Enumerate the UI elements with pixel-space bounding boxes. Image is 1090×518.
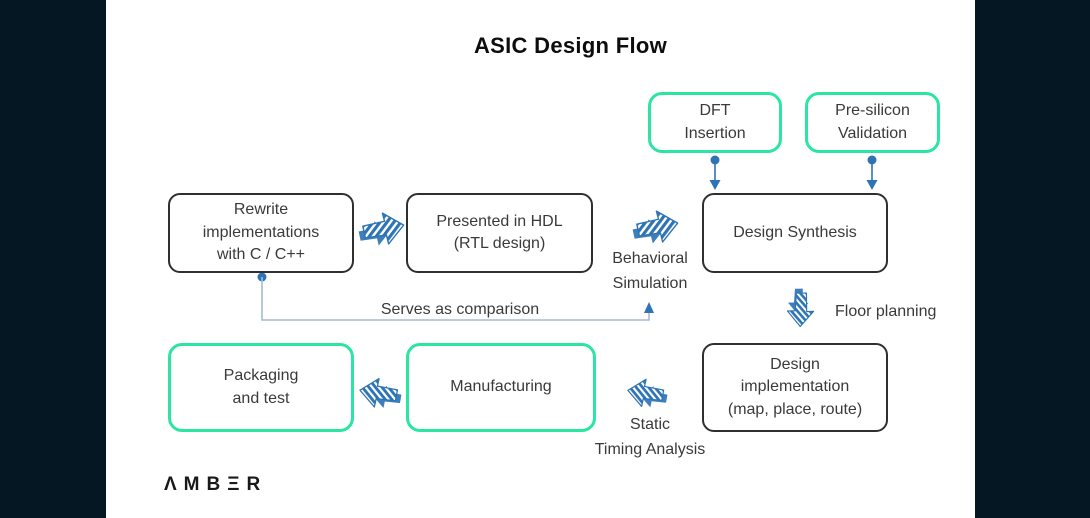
connector-dot: [710, 155, 720, 165]
arrowhead-down-icon: [866, 180, 878, 190]
label-serves-as-comparison: Serves as comparison: [380, 301, 540, 318]
box-dft-insertion: DFT Insertion: [648, 92, 782, 153]
box-pre-silicon-validation: Pre-silicon Validation: [805, 92, 940, 153]
connector-dot: [257, 272, 267, 282]
connector-dot: [867, 155, 877, 165]
page-title: ASIC Design Flow: [473, 33, 668, 58]
box-design-synthesis: Design Synthesis: [702, 193, 888, 273]
sketch-arrow-right-icon: [356, 208, 409, 252]
sketch-arrow-right-icon: [630, 206, 683, 250]
box-manufacturing: Manufacturing: [406, 343, 596, 432]
box-packaging-and-test: Packaging and test: [168, 343, 354, 432]
label-static-timing-analysis: Static Timing Analysis: [594, 416, 706, 458]
box-design-implementation: Design implementation (map, place, route…: [702, 343, 888, 432]
sketch-arrow-left-icon: [356, 374, 404, 414]
slide: ASIC Design Flow DFT Insertion Pre-silic…: [106, 0, 975, 518]
amber-logo: ΛMBΞR: [164, 474, 268, 495]
arrowhead-up-icon: [644, 302, 654, 313]
arrowhead-down-icon: [709, 180, 721, 190]
box-presented-in-hdl: Presented in HDL (RTL design): [406, 193, 593, 273]
sketch-arrow-left-icon: [624, 375, 669, 413]
label-floor-planning: Floor planning: [835, 303, 937, 320]
label-behavioral-simulation: Behavioral Simulation: [612, 250, 688, 292]
sketch-arrow-down-icon: [782, 287, 819, 329]
box-rewrite-implementations: Rewrite implementations with C / C++: [168, 193, 354, 273]
